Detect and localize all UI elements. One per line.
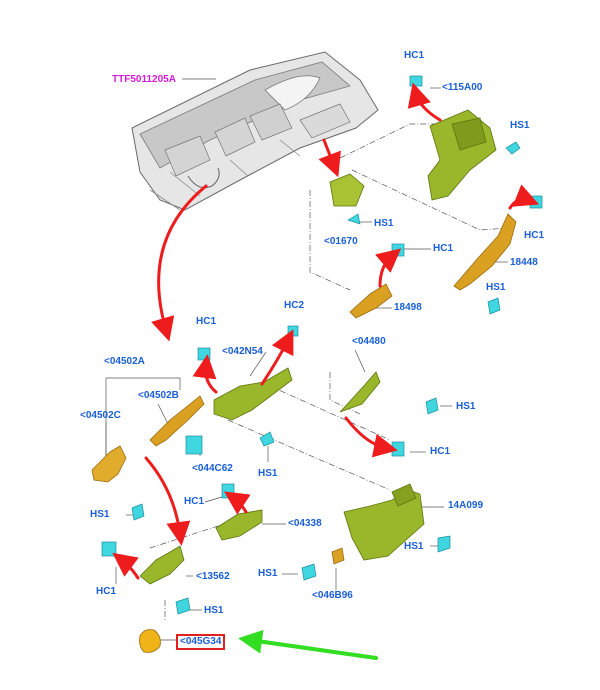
clip-hc2 (287, 325, 299, 337)
part-18498-shape (349, 283, 393, 319)
label-hs1-top: HS1 (510, 120, 530, 131)
label-hs1-13562: HS1 (204, 605, 224, 616)
label-hc1-042n54: HC1 (196, 316, 217, 327)
label-hc1-bottom: HC1 (96, 586, 117, 597)
label-hc1-top: HC1 (404, 50, 425, 61)
screw-hs1-left (131, 503, 145, 521)
screw-hs1-14a099 (437, 535, 451, 553)
label-115a00: <115A00 (442, 82, 483, 93)
part-04502c-shape (91, 445, 127, 483)
clip-hc1-top (409, 75, 423, 87)
part-04338-shape (215, 509, 263, 541)
label-04502a: <04502A (104, 356, 145, 367)
red-arrow-18498-clip (375, 248, 402, 288)
label-045g34-highlighted: <045G34 (176, 634, 226, 650)
label-hc1-18498: HC1 (433, 243, 454, 254)
red-arrows (112, 82, 540, 580)
red-arrow-042n54-hc1 (192, 354, 218, 394)
part-046b96-shape (331, 547, 345, 565)
label-hs1-mid: HS1 (258, 468, 278, 479)
label-hs1-01670: HS1 (374, 218, 394, 229)
part-18448-shape (453, 213, 517, 291)
screw-hs1-18448 (487, 297, 501, 315)
red-arrow-dash-to-042n54 (151, 184, 208, 342)
screw-hs1-mid (259, 431, 275, 447)
screw-hs1-046b96 (301, 563, 317, 581)
label-042n54: <042N54 (222, 346, 263, 357)
red-arrow-dash-to-01670 (318, 138, 341, 178)
red-arrow-13562-clip (112, 552, 140, 580)
label-04502b: <04502B (138, 390, 179, 401)
label-hs1-18448: HS1 (486, 282, 506, 293)
label-18448: 18448 (510, 257, 538, 268)
label-044c62: <044C62 (192, 463, 233, 474)
screw-hs1-04480 (425, 397, 439, 415)
label-hc2: HC2 (284, 300, 305, 311)
green-parts (139, 109, 497, 585)
label-hc1-04480: HC1 (430, 446, 451, 457)
label-04502c: <04502C (80, 410, 121, 421)
part-042n54-shape (213, 367, 293, 421)
label-046b96: <046B96 (312, 590, 353, 601)
clip-hc1-04338 (221, 483, 235, 499)
red-arrow-04480-hc1 (344, 416, 398, 458)
clip-hc1-042n54 (197, 347, 211, 361)
clip-hc1-04480 (391, 441, 405, 457)
green-arrow (238, 629, 378, 660)
part-01670-shape (329, 173, 365, 207)
part-04480-shape (339, 371, 381, 413)
clip-hc1-bottom (101, 541, 117, 557)
label-hs1-046b96: HS1 (258, 568, 278, 579)
label-hs1-left: HS1 (90, 509, 110, 520)
part-14a099-shape (343, 489, 425, 561)
screw-hs1-01670 (347, 213, 361, 225)
instrument-panel (131, 51, 379, 211)
screw-hs1-13562 (175, 597, 191, 615)
red-arrow-04338-clip (224, 491, 251, 515)
red-arrow-18448-clip (508, 184, 540, 210)
label-hs1-14a099: HS1 (404, 541, 424, 552)
label-01670: <01670 (324, 236, 358, 247)
title-part-number: TTF5011205A (112, 74, 176, 85)
label-13562: <13562 (196, 571, 230, 582)
part-04502b-shape (149, 395, 205, 447)
label-hc1-04338: HC1 (184, 496, 205, 507)
clip-hc1-18448 (529, 195, 543, 209)
label-hc1-18448: HC1 (524, 230, 545, 241)
part-045g34-shape (139, 629, 161, 653)
label-18498: 18498 (394, 302, 422, 313)
clip-hc1-18498 (391, 243, 405, 257)
label-04338: <04338 (288, 518, 322, 529)
screw-hs1-top (505, 141, 521, 155)
part-13562-shape (139, 545, 185, 585)
label-14a099: 14A099 (448, 500, 484, 511)
label-04480: <04480 (352, 336, 386, 347)
red-arrow-042n54-hc2 (260, 329, 294, 386)
label-hs1-04480: HS1 (456, 401, 476, 412)
clip-044c62 (185, 435, 203, 455)
red-arrow-04502-to-13562 (144, 456, 191, 546)
red-arrow-115a00-clip (407, 82, 442, 122)
gold-parts (91, 213, 517, 653)
